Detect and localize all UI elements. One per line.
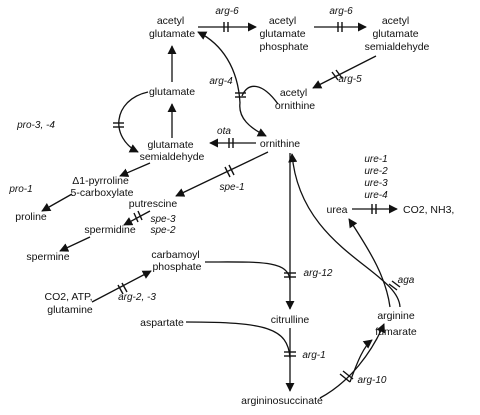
metabolite-labels: acetyl glutamate acetyl glutamate phosph… (15, 15, 454, 407)
metabolite-fumarate: fumarate (375, 326, 417, 338)
arc-carbamoyl-phosphate (204, 261, 291, 281)
metabolite-co2-nh3: CO2, NH3, (403, 204, 454, 216)
enzyme-spe-2: spe-2 (150, 225, 175, 236)
enzyme-ota: ota (217, 126, 231, 137)
arrow-pyrroline-to-proline (41, 193, 73, 212)
enzyme-pro-3-4: pro-3, -4 (16, 120, 55, 131)
arrow-semialdehyde-to-pyrroline (119, 162, 151, 177)
block-arg-6-first (223, 22, 229, 32)
enzyme-arg-4: arg-4 (209, 76, 233, 87)
arrow-pro-3-4 (118, 91, 149, 153)
block-ota (228, 138, 234, 148)
arc-aspartate (185, 321, 291, 359)
enzyme-arg-2-3: arg-2, -3 (118, 292, 156, 303)
metabolite-spermine: spermine (26, 251, 69, 263)
metabolite-citrulline: citrulline (271, 314, 310, 326)
arrow-arginine-to-ornithine (288, 153, 401, 308)
block-spe-1 (224, 164, 235, 178)
metabolite-putrescine: putrescine (129, 198, 178, 210)
metabolite-proline: proline (15, 211, 47, 223)
metabolite-acetyl-ornithine: acetyl ornithine (275, 87, 315, 112)
arrow-arginine-to-urea (348, 218, 391, 308)
arrow-ornithine-to-putrescine (175, 151, 269, 197)
metabolite-co2-atp-glutamine: CO2, ATP, glutamine (45, 291, 96, 316)
enzyme-arg-5: arg-5 (338, 74, 362, 85)
metabolite-urea: urea (326, 204, 347, 216)
metabolite-pyrroline-5-carboxylate: Δ1-pyrroline 5-carboxylate (70, 175, 133, 199)
reaction-arrows (41, 22, 401, 399)
arc-acetylornithine-arg-4 (241, 85, 279, 105)
enzyme-ure-2: ure-2 (364, 166, 388, 177)
enzyme-pro-1: pro-1 (8, 184, 32, 195)
block-pro-3-4 (113, 122, 124, 128)
block-arg-1 (284, 351, 296, 357)
metabolite-arginine: arginine (377, 310, 415, 322)
block-arg-12 (284, 272, 296, 278)
block-arg-2-3 (117, 282, 128, 295)
metabolite-aspartate: aspartate (140, 317, 184, 329)
metabolite-acetyl-glutamate: acetyl glutamate (149, 15, 195, 40)
metabolite-spermidine: spermidine (84, 224, 136, 236)
arrow-argininosuccinate-to-fumarate (349, 339, 373, 383)
block-spe-3 (133, 210, 143, 223)
enzyme-arg-6-first: arg-6 (215, 6, 239, 17)
metabolite-acetyl-glutamate-semialdehyde: acetyl glutamate semialdehyde (365, 15, 430, 53)
block-arg-4 (235, 92, 246, 98)
enzyme-spe-3: spe-3 (150, 214, 175, 225)
enzyme-labels: arg-6 arg-6 arg-4 arg-5 pro-3, -4 ota pr… (8, 6, 414, 386)
enzyme-arg-6-second: arg-6 (329, 6, 353, 17)
metabolite-glutamate-semialdehyde: glutamate semialdehyde (140, 139, 205, 163)
arrow-arg-4-to-acetylglutamate (197, 31, 241, 104)
enzyme-arg-12: arg-12 (304, 268, 333, 279)
enzyme-arg-1: arg-1 (302, 350, 325, 361)
block-arg-5 (331, 69, 343, 81)
enzyme-ure-1: ure-1 (364, 154, 387, 165)
arrow-semialdehyde-to-acetylornithine (312, 55, 377, 89)
enzyme-spe-1: spe-1 (219, 182, 244, 193)
metabolite-argininosuccinate: argininosuccinate (241, 395, 323, 407)
arrow-argininosuccinate-to-arginine (319, 323, 385, 399)
metabolite-acetyl-glutamate-phosphate: acetyl glutamate phosphate (259, 15, 308, 53)
arrow-putrescine-to-spermidine (123, 210, 151, 226)
enzyme-ure-3: ure-3 (364, 178, 388, 189)
enzyme-ure-4: ure-4 (364, 190, 388, 201)
enzyme-arg-10: arg-10 (358, 375, 387, 386)
arrow-arg-4-to-ornithine (239, 102, 267, 137)
block-aga (388, 280, 401, 291)
enzyme-aga: aga (398, 275, 415, 286)
arrow-co2-atp-to-carbamoyl (91, 270, 152, 303)
metabolite-glutamate: glutamate (149, 86, 195, 98)
block-ure (371, 204, 377, 214)
metabolite-carbamoyl-phosphate: carbamoyl phosphate (151, 249, 202, 273)
block-arg-10 (339, 370, 354, 383)
block-arg-6-second (337, 22, 343, 32)
metabolite-ornithine: ornithine (260, 138, 300, 150)
arrow-spermidine-to-spermine (59, 236, 91, 252)
